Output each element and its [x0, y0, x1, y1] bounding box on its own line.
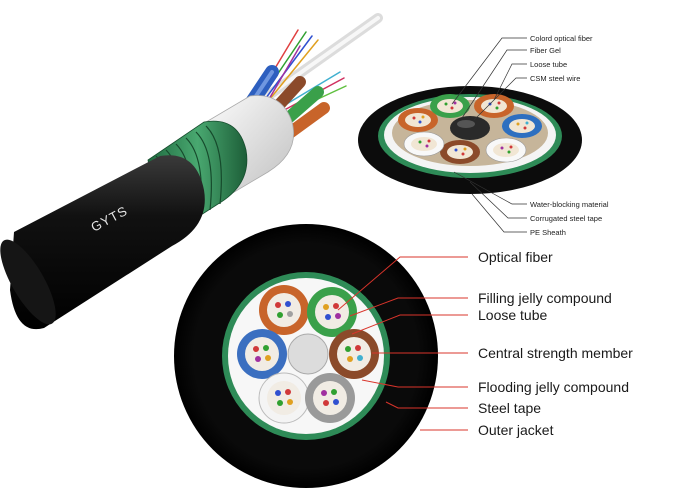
top-label-csm-steel-wire: CSM steel wire [530, 74, 580, 83]
label-optical-fiber: Optical fiber [478, 249, 553, 265]
bottom-central-strength-member [287, 333, 329, 375]
top-label-water-blocking-material: Water-blocking material [530, 200, 609, 209]
bottom-labels: Optical fiber Filling jelly compound Loo… [478, 249, 633, 438]
label-filling-jelly-compound: Filling jelly compound [478, 290, 612, 306]
label-flooding-jelly-compound: Flooding jelly compound [478, 379, 629, 395]
top-label-loose-tube: Loose tube [530, 60, 567, 69]
cross-section-top: Colord optical fiber Fiber Gel Loose tub… [358, 34, 609, 237]
outer-jacket-3d [10, 155, 205, 330]
top-leader-lines [451, 37, 527, 233]
cable-3d-illustration: GYTS [0, 13, 383, 330]
jacket-end-cap [0, 239, 56, 325]
cross-section-bottom: Optical fiber Filling jelly compound Loo… [174, 224, 633, 488]
top-label-colord-optical-fiber: Colord optical fiber [530, 34, 593, 43]
label-outer-jacket: Outer jacket [478, 422, 554, 438]
top-label-pe-sheath: PE Sheath [530, 228, 566, 237]
top-label-corrugated-steel-tape: Corrugated steel tape [530, 214, 602, 223]
top-labels: Colord optical fiber Fiber Gel Loose tub… [530, 34, 609, 237]
top-label-fiber-gel: Fiber Gel [530, 46, 561, 55]
top-csm-steel-wire [450, 116, 490, 140]
bottom-loose-tubes [237, 285, 379, 424]
bottom-leader-lines [337, 256, 468, 431]
bottom-fiber-dots [253, 301, 363, 406]
label-loose-tube: Loose tube [478, 307, 547, 323]
label-steel-tape: Steel tape [478, 400, 541, 416]
top-loose-tubes [398, 94, 542, 164]
label-central-strength-member: Central strength member [478, 345, 633, 361]
